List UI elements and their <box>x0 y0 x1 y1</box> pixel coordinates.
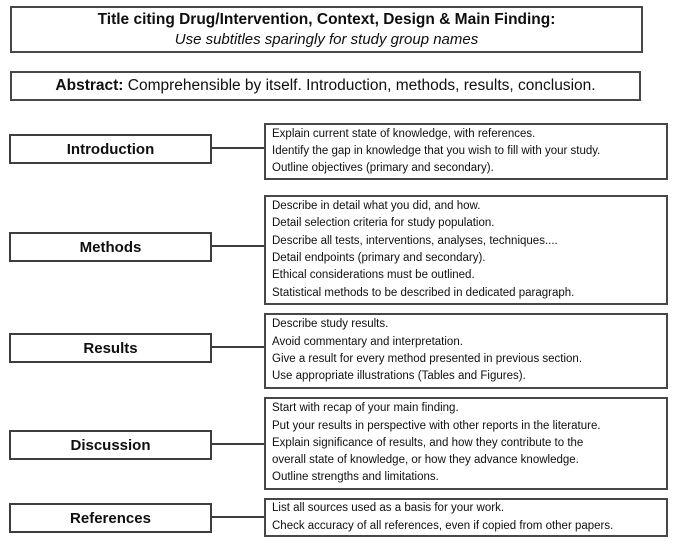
abstract-label: Abstract: <box>55 77 124 94</box>
section-notes-discussion: Start with recap of your main finding. P… <box>264 397 668 490</box>
section-box-introduction: Introduction <box>9 134 212 164</box>
section-label: References <box>70 509 151 527</box>
note-line: List all sources used as a basis for you… <box>272 502 505 515</box>
note-line: Outline strengths and limitations. <box>272 471 439 484</box>
note-line: Outline objectives (primary and secondar… <box>272 162 494 175</box>
section-label: Introduction <box>66 140 155 158</box>
section-box-discussion: Discussion <box>9 430 212 460</box>
note-line: Check accuracy of all references, even i… <box>272 519 614 532</box>
note-line: Avoid commentary and interpretation. <box>272 335 463 348</box>
section-notes-methods: Describe in detail what you did, and how… <box>264 195 668 305</box>
section-box-results: Results <box>9 333 212 363</box>
abstract-text: Comprehensible by itself. Introduction, … <box>123 77 596 94</box>
note-line: Describe all tests, interventions, analy… <box>272 234 558 247</box>
connector-line-results <box>211 346 264 348</box>
title-main-text: Title citing Drug/Intervention, Context,… <box>97 11 556 28</box>
note-line: Identify the gap in knowledge that you w… <box>272 144 601 157</box>
note-line: Put your results in perspective with oth… <box>272 419 601 432</box>
note-line: Give a result for every method presented… <box>272 353 583 365</box>
section-label: Methods <box>79 238 142 256</box>
section-label: Discussion <box>70 436 151 454</box>
section-box-methods: Methods <box>9 232 212 262</box>
note-line: Statistical methods to be described in d… <box>272 286 575 299</box>
section-box-references: References <box>9 503 212 533</box>
note-line: Ethical considerations must be outlined. <box>272 269 475 282</box>
section-label: Results <box>83 339 138 357</box>
note-line: Explain current state of knowledge, with… <box>272 127 536 140</box>
section-notes-results: Describe study results. Avoid commentary… <box>264 313 668 389</box>
abstract-box: Abstract: Comprehensible by itself. Intr… <box>10 71 641 101</box>
title-box: Title citing Drug/Intervention, Context,… <box>10 6 643 53</box>
note-line: Explain significance of results, and how… <box>272 436 584 449</box>
note-line: Describe in detail what you did, and how… <box>272 200 481 213</box>
note-line: Detail selection criteria for study popu… <box>272 217 495 230</box>
title-subtitle-text: Use subtitles sparingly for study group … <box>174 31 479 48</box>
note-line: Start with recap of your main finding. <box>272 402 459 415</box>
connector-line-discussion <box>211 443 264 445</box>
connector-line-methods <box>211 245 264 247</box>
section-notes-introduction: Explain current state of knowledge, with… <box>264 123 668 180</box>
connector-line-introduction <box>211 147 264 149</box>
section-notes-references: List all sources used as a basis for you… <box>264 498 668 537</box>
note-line: Describe study results. <box>272 318 389 331</box>
note-line: Use appropriate illustrations (Tables an… <box>272 370 526 383</box>
connector-line-references <box>211 516 264 518</box>
note-line: Detail endpoints (primary and secondary)… <box>272 252 486 264</box>
note-line: overall state of knowledge, or how they … <box>272 454 579 467</box>
